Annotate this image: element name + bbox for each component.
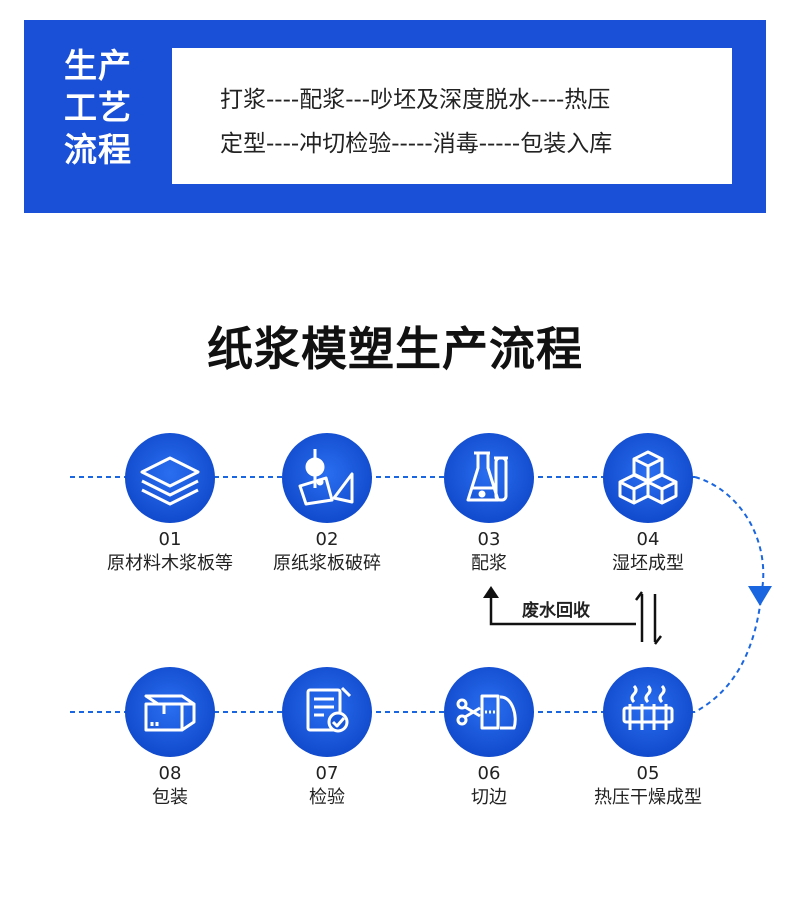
step-number: 06 (477, 763, 501, 784)
lab-flasks-icon (466, 451, 508, 502)
step-text: 原纸浆板破碎 (273, 553, 381, 574)
bidirectional-arrow-icon (635, 591, 662, 645)
step-circle-03 (444, 433, 534, 523)
up-arrow-icon (483, 586, 499, 598)
step-label-01: 01 原材料木浆板等 (85, 528, 255, 576)
process-line-2: 定型----冲切检验-----消毒-----包装入库 (220, 131, 613, 157)
step-text: 包装 (152, 787, 188, 808)
banner-label-line: 工艺 (64, 88, 132, 127)
scissors-cut-icon (456, 694, 517, 730)
step-circle-01 (125, 433, 215, 523)
step-label-05: 05 热压干燥成型 (563, 762, 733, 810)
checklist-icon (306, 686, 352, 733)
heat-press-icon (622, 684, 674, 730)
step-number: 01 (158, 529, 182, 550)
crusher-icon (298, 449, 354, 506)
connector-curve (694, 476, 765, 713)
banner-label: 生产 工艺 流程 (64, 45, 144, 171)
step-number: 02 (315, 529, 339, 550)
step-label-07: 07 检验 (242, 762, 412, 810)
step-label-04: 04 湿坯成型 (563, 528, 733, 576)
step-circle-07 (282, 667, 372, 757)
step-circle-05 (603, 667, 693, 757)
banner-text-box (172, 48, 732, 184)
process-banner: 生产 工艺 流程 (24, 20, 766, 213)
step-number: 03 (477, 529, 501, 550)
step-circle-08 (125, 667, 215, 757)
step-text: 切边 (471, 787, 507, 808)
banner-label-line: 流程 (64, 130, 132, 169)
step-label-06: 06 切边 (404, 762, 574, 810)
flow-direction-arrow-icon (748, 586, 772, 606)
process-line-1: 打浆----配浆---吵坯及深度脱水----热压 (220, 87, 611, 113)
waste-water-label: 废水回收 (522, 601, 590, 621)
cubes-icon (618, 450, 678, 505)
step-number: 07 (315, 763, 339, 784)
package-box-icon (144, 694, 196, 732)
step-text: 配浆 (471, 553, 507, 574)
banner-label-line: 生产 (64, 46, 132, 85)
step-label-02: 02 原纸浆板破碎 (242, 528, 412, 576)
waste-water-return-arrow (489, 594, 636, 626)
step-label-03: 03 配浆 (404, 528, 574, 576)
step-text: 热压干燥成型 (594, 787, 702, 808)
step-number: 04 (636, 529, 660, 550)
stacked-boards-icon (140, 456, 200, 506)
step-label-08: 08 包装 (85, 762, 255, 810)
page-title: 纸浆模塑生产流程 (207, 322, 583, 376)
step-text: 检验 (309, 787, 345, 808)
step-number: 08 (158, 763, 182, 784)
step-text: 原材料木浆板等 (107, 553, 233, 574)
step-number: 05 (636, 763, 660, 784)
step-text: 湿坯成型 (612, 553, 684, 574)
